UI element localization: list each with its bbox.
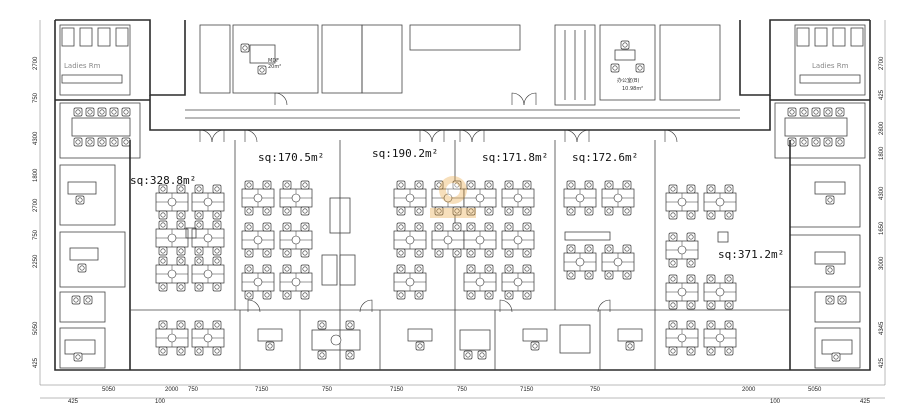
restroom-right — [794, 24, 866, 96]
dim-right-9: 425 — [879, 357, 885, 368]
area-label-6: sq:371.2m² — [718, 248, 784, 261]
dim-left-8: 5050 — [33, 321, 39, 335]
workstations-zone-5 — [564, 181, 634, 279]
dim-left-1: 2700 — [33, 56, 39, 70]
workstations-zone-6 — [666, 185, 736, 355]
dim-left-4: 1800 — [33, 168, 39, 182]
right-offices — [789, 140, 861, 370]
area-label-3: sq:190.2m² — [372, 147, 438, 160]
dim-right-5: 4300 — [879, 186, 885, 200]
office-area-label: 10.98m² — [622, 86, 643, 92]
area-label-4: sq:171.8m² — [482, 151, 548, 164]
dim-left-2: 750 — [33, 92, 39, 103]
dim-right-1: 2700 — [879, 56, 885, 70]
workstations-zone-2 — [242, 181, 356, 299]
dim-bottom-7: 750 — [457, 387, 468, 393]
top-service-rooms — [199, 24, 721, 106]
dim-left-3: 4300 — [33, 131, 39, 145]
area-label-1: sq:328.8m² — [130, 174, 196, 187]
dim-left-7: 2250 — [33, 254, 39, 268]
watermark-logo — [430, 176, 476, 218]
dim-offset-3: 100 — [770, 399, 781, 405]
lower-rooms — [247, 299, 642, 360]
dim-left-5: 2700 — [33, 198, 39, 212]
mdf-area-label: 20m² — [268, 64, 281, 70]
bottom-dimensions: 5050 2000 750 7150 750 7150 750 7150 750… — [68, 387, 871, 405]
mdf-label: MDF — [268, 58, 279, 64]
ladies-room-right-label: Ladies Rm — [812, 62, 849, 70]
dim-right-8: 4345 — [879, 321, 885, 335]
dim-bottom-11: 5050 — [808, 387, 822, 393]
dim-right-6: 1650 — [879, 221, 885, 235]
dim-bottom-1: 5050 — [102, 387, 116, 393]
dim-offset-4: 425 — [860, 399, 871, 405]
area-label-5: sq:172.6m² — [572, 151, 638, 164]
ladies-room-left-label: Ladies Rm — [64, 62, 101, 70]
dim-bottom-2: 2000 — [165, 387, 179, 393]
dim-right-4: 1800 — [879, 146, 885, 160]
dimension-lines — [39, 20, 886, 399]
workstations-zone-4 — [464, 181, 534, 299]
dim-bottom-10: 2000 — [742, 387, 756, 393]
dim-offset-2: 100 — [155, 399, 166, 405]
area-label-2: sq:170.5m² — [258, 151, 324, 164]
dim-bottom-9: 750 — [590, 387, 601, 393]
building-walls — [54, 19, 871, 371]
dim-left-6: 750 — [33, 229, 39, 240]
area-labels: sq:328.8m² sq:170.5m² sq:190.2m² sq:171.… — [130, 147, 784, 261]
dim-bottom-5: 750 — [322, 387, 333, 393]
dim-bottom-8: 7150 — [520, 387, 534, 393]
left-dimensions: 2700 750 4300 1800 2700 750 2250 5050 42… — [33, 56, 39, 368]
dim-left-9: 425 — [33, 357, 39, 368]
dim-bottom-4: 7150 — [255, 387, 269, 393]
dim-offset-1: 425 — [68, 399, 79, 405]
dim-bottom-6: 7150 — [390, 387, 404, 393]
dim-right-2: 425 — [879, 89, 885, 100]
meeting-room-left — [59, 102, 141, 159]
dim-bottom-3: 750 — [188, 387, 199, 393]
restroom-left — [59, 24, 131, 96]
right-dimensions: 2700 425 2800 1800 4300 1650 3000 4345 4… — [879, 56, 885, 368]
left-offices — [59, 140, 131, 370]
dim-right-7: 3000 — [879, 256, 885, 270]
office-label: 办公室(B) — [617, 77, 639, 84]
workstations-zone-1 — [156, 185, 224, 355]
dim-right-3: 2800 — [879, 121, 885, 135]
meeting-room-right — [774, 102, 866, 159]
